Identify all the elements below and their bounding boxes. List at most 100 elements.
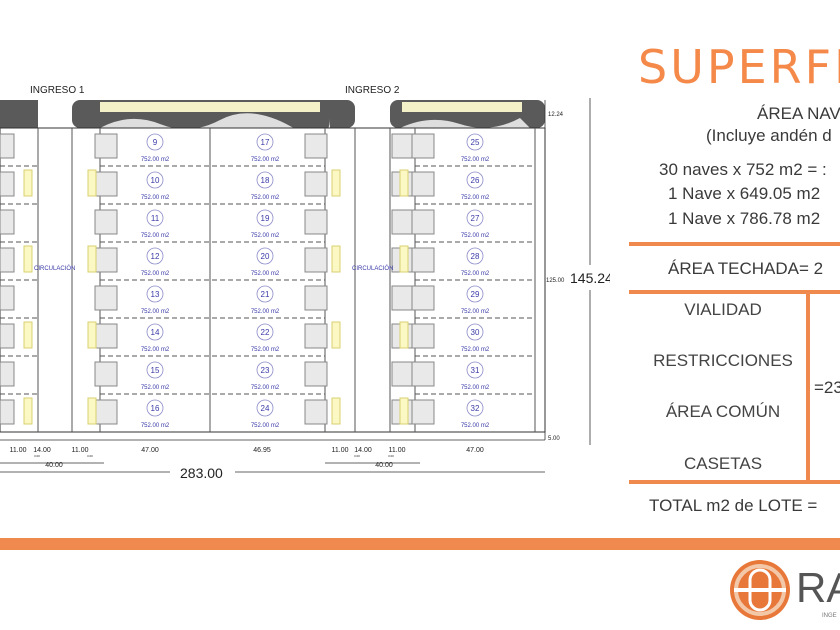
unit-area: 752.00 m2	[141, 385, 170, 391]
loading-dock	[391, 285, 415, 311]
unit-number-circle	[256, 171, 274, 189]
loading-dock	[0, 323, 15, 349]
unit-number-circle	[466, 133, 484, 151]
loading-dock	[411, 171, 435, 197]
unit-area: 752.00 m2	[461, 385, 490, 391]
small-dimension-label: 3.00	[354, 454, 360, 458]
unit-number: 11	[151, 214, 160, 223]
divider-bottom	[629, 480, 840, 484]
parking-area	[399, 245, 409, 273]
unit-number-circle	[466, 323, 484, 341]
loading-dock	[94, 285, 118, 311]
unit-area: 752.00 m2	[141, 309, 170, 315]
slide-title: SUPERFI	[638, 40, 840, 94]
unit-number-circle	[146, 209, 164, 227]
area-line-2: 1 Nave x 649.05 m2	[668, 184, 821, 203]
parking-area	[331, 321, 341, 349]
unit-number: 27	[471, 214, 480, 223]
unit-number: 31	[471, 366, 480, 375]
loading-dock	[94, 323, 118, 349]
unit-number: 32	[471, 404, 480, 413]
logo-text: RA	[796, 564, 840, 611]
loading-dock	[304, 323, 328, 349]
area-naves-note: (Incluye andén d	[706, 126, 832, 145]
unit-number: 19	[261, 214, 270, 223]
unit-number-circle	[466, 285, 484, 303]
small-dimension-label: 3.00	[34, 454, 40, 458]
parking-area	[23, 245, 33, 273]
unit-area: 752.00 m2	[251, 309, 280, 315]
unit-number-circle	[256, 361, 274, 379]
area-line-1: 30 naves x 752 m2 = :	[659, 160, 827, 179]
loading-dock	[304, 171, 328, 197]
loading-dock	[0, 133, 15, 159]
unit-number-circle	[256, 399, 274, 417]
label-restricciones: RESTRICCIONES	[653, 351, 793, 370]
parking-area	[23, 321, 33, 349]
total-width-dimension: 283.00	[180, 465, 223, 481]
loading-dock	[391, 133, 415, 159]
unit-21: 21 752.00 m2	[251, 285, 280, 315]
unit-number-circle	[146, 323, 164, 341]
unit-number-circle	[256, 247, 274, 265]
unit-number-circle	[146, 171, 164, 189]
unit-area: 752.00 m2	[461, 195, 490, 201]
parking-area	[331, 169, 341, 197]
loading-dock	[94, 247, 118, 273]
unit-number: 12	[151, 252, 160, 261]
unit-number-circle	[146, 361, 164, 379]
loading-dock	[94, 133, 118, 159]
loading-dock	[411, 209, 435, 235]
parking-area	[87, 169, 97, 197]
loading-dock	[304, 209, 328, 235]
unit-area: 752.00 m2	[141, 423, 170, 429]
loading-dock	[411, 285, 435, 311]
unit-number: 24	[261, 404, 270, 413]
unit-number: 23	[261, 366, 270, 375]
bottom-dimension-label: 46.95	[253, 447, 271, 454]
area-techada: ÁREA TECHADA= 2	[668, 259, 824, 278]
bottom-dimension-label: 11.00	[332, 447, 349, 454]
loading-dock	[411, 133, 435, 159]
other-areas-value: =23	[814, 378, 840, 397]
total-height-dimension: 145.24	[570, 270, 610, 286]
unit-32: 32 752.00 m2	[461, 399, 490, 429]
unit-area: 752.00 m2	[251, 385, 280, 391]
loading-dock	[304, 247, 328, 273]
group-dimension-label: 40.00	[45, 462, 63, 469]
unit-number-circle	[256, 209, 274, 227]
unit-area: 752.00 m2	[251, 233, 280, 239]
circulation-label-2: CIRCULACIÓN	[352, 265, 393, 272]
loading-dock	[94, 209, 118, 235]
loading-dock	[411, 361, 435, 387]
unit-area: 752.00 m2	[461, 423, 490, 429]
unit-number-circle	[256, 285, 274, 303]
bottom-dimension-label: 47.00	[466, 447, 484, 454]
unit-number-circle	[256, 133, 274, 151]
loading-dock	[0, 247, 15, 273]
unit-number-circle	[466, 209, 484, 227]
loading-dock	[0, 361, 15, 387]
loading-dock	[304, 399, 328, 425]
unit-number: 13	[151, 290, 160, 299]
divider-top	[629, 242, 840, 246]
unit-number: 21	[261, 290, 270, 299]
unit-number: 30	[471, 328, 480, 337]
unit-area: 752.00 m2	[141, 233, 170, 239]
unit-number: 14	[151, 328, 160, 337]
unit-area: 752.00 m2	[141, 157, 170, 163]
unit-area: 752.00 m2	[251, 157, 280, 163]
bottom-dimension-label: 11.00	[72, 447, 89, 454]
small-dimension-label: 3.00	[87, 454, 93, 458]
entrance-2-label: INGRESO 2	[345, 85, 400, 96]
